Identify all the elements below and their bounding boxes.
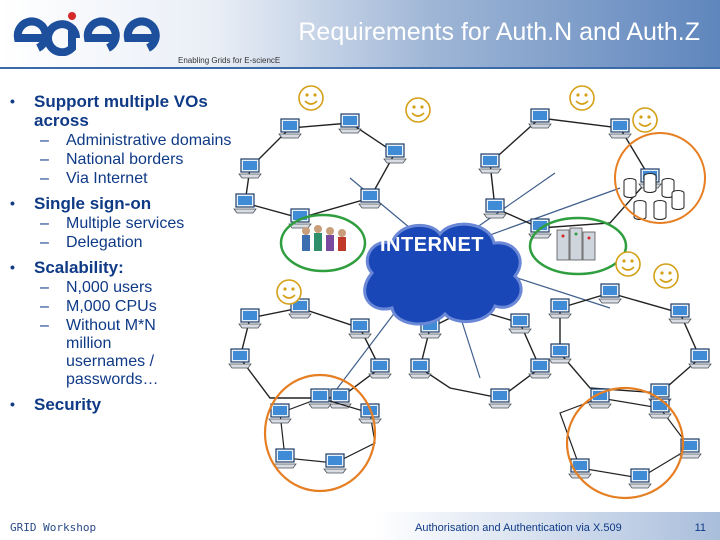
sub-bullet: –Without M*N million usernames / passwor… [40,317,159,388]
footer-bar [0,512,720,540]
sub-bullet-text: Via Internet [66,170,148,187]
bullet-text: Security [34,395,102,414]
bullet-icon: • [10,396,15,412]
page-number: 11 [694,522,706,534]
services-ellipse [528,216,628,276]
sub-bullet-text: Administrative domains [66,132,232,149]
header-divider [0,67,720,69]
sub-bullet-text: Multiple services [66,215,185,232]
sub-bullet: –Administrative domains [40,132,232,149]
smiley-icon [653,263,679,289]
bullet-icon: • [10,259,15,275]
computer-icon [233,193,257,214]
egee-logo [13,12,160,56]
slide-title: Requirements for Auth.N and Auth.Z [298,18,700,46]
people-icon [302,225,346,251]
sub-bullet: –Via Internet [40,170,148,187]
bullet-text: Single sign-on [34,194,152,213]
smiley-icon [632,107,658,133]
bullet-text: Scalability: [34,258,124,277]
bullet-list: • Support multiple VOs across –Administra… [8,92,233,416]
computer-icon [358,188,382,209]
database-icon [623,173,685,220]
cluster-top-left [233,113,407,229]
smiley-icon [298,85,324,111]
computer-icon [338,113,362,134]
computer-icon [383,143,407,164]
sub-bullet-text: National borders [66,151,184,168]
footer-subject: Authorisation and Authentication via X.5… [415,522,622,534]
cluster-bottom-left [228,298,392,474]
footer-workshop: GRID Workshop [10,521,97,534]
server-rack-icon [556,227,596,261]
bullet-icon: • [10,93,15,109]
bullet-item: • Scalability: [8,258,233,277]
sub-bullet-text: Without M*N million usernames / password… [66,317,159,388]
vo-ring [614,132,706,224]
sub-bullet: –M,000 CPUs [40,298,157,315]
cluster-bottom-right [548,283,712,489]
network-diagram [228,85,712,500]
sub-bullet: –Delegation [40,234,143,251]
bullet-icon: • [10,195,15,211]
smiley-icon [276,279,302,305]
computer-icon [278,118,302,139]
vo-ring [565,386,685,500]
sub-bullet: –Multiple services [40,215,185,232]
vo-ring [263,373,377,493]
bullet-text: Support multiple VOs across [34,92,208,130]
bullet-item: • Security [8,395,233,414]
users-ellipse [279,213,367,273]
sub-bullet-text: N,000 users [66,279,153,296]
cluster-top-right [478,108,685,239]
smiley-icon [569,85,595,111]
smiley-icon [615,251,641,277]
sub-bullet-text: M,000 CPUs [66,298,157,315]
bullet-item: • Single sign-on [8,194,233,213]
cloud-icon [363,222,523,326]
slide-header: Requirements for Auth.N and Auth.Z [0,0,720,68]
sub-bullet: –National borders [40,151,184,168]
sub-bullet-text: Delegation [66,234,143,251]
tagline: Enabling Grids for E-sciencE [178,56,281,65]
smiley-icon [405,97,431,123]
sub-bullet: –N,000 users [40,279,153,296]
computer-icon [238,158,262,179]
bullet-item: • Support multiple VOs across [8,92,233,130]
internet-label: INTERNET [380,234,484,256]
